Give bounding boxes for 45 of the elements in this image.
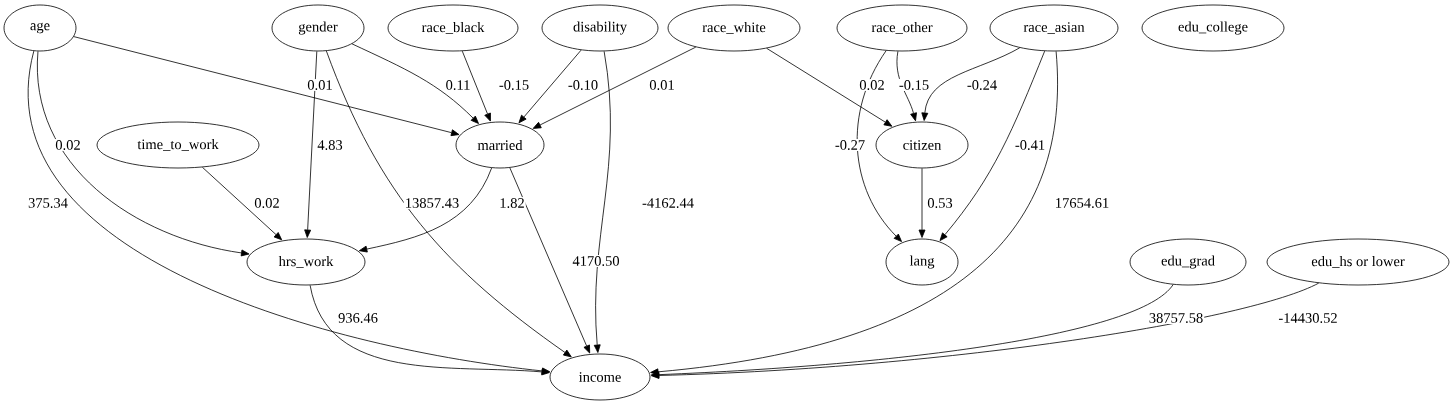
edge-label: -0.15 [497,79,531,91]
arrow [461,50,491,122]
edge-label: 4170.50 [571,255,621,267]
arrow [358,167,493,253]
edge-label: -0.15 [897,79,931,91]
edge-label: 0.01 [648,79,676,91]
edge-label: 0.02 [54,139,82,151]
edge-label: 13857.43 [403,197,461,209]
edge-label: -0.27 [833,139,867,151]
arrow [73,36,460,137]
arrow [304,51,318,238]
edge-label: 0.02 [253,197,281,209]
edge-label: 4.83 [316,139,344,151]
edge-label: -4162.44 [641,197,695,209]
edge-label: -14430.52 [1277,312,1339,324]
arrow [921,47,1021,121]
arrow [202,166,283,241]
edge-label: -0.10 [566,79,600,91]
edge-label: 0.02 [858,79,886,91]
arrow [37,50,250,257]
edge-label: 0.53 [926,197,954,209]
arrow [650,51,1058,376]
arrow [766,47,893,127]
edge-label: 375.34 [27,197,69,209]
arrow [896,50,917,122]
arrow [518,49,582,124]
arrow [651,282,1320,379]
edge-label: 0.11 [444,79,472,91]
edge-label: 0.01 [306,79,334,91]
arrow [351,43,479,124]
edge-label: 38757.58 [1147,312,1205,324]
arrow [939,50,1046,241]
arrow [326,50,572,358]
arrow [593,50,611,353]
edge-label: 17654.61 [1053,197,1111,209]
arrow [856,50,902,242]
arrow [918,168,926,238]
arrow [532,46,697,129]
edge-label: -0.41 [1013,139,1047,151]
edge-label: -0.24 [965,79,999,91]
arrow [509,167,591,354]
edge-label: 936.46 [337,312,379,324]
arrow [309,284,550,376]
edge-label: 1.82 [498,197,526,209]
arrow [27,50,551,375]
